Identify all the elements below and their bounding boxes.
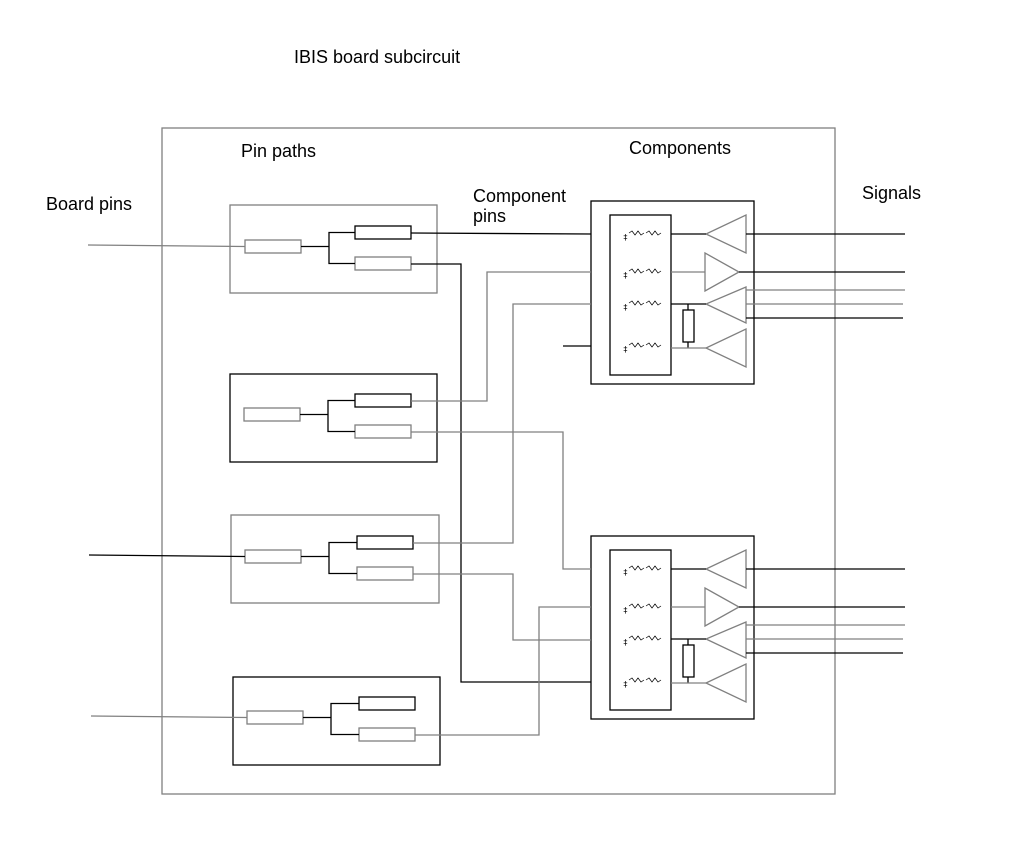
pin-model-icon: ‡: [623, 303, 628, 312]
pin-path-output-resistor: [354, 424, 412, 439]
signals-label: Signals: [862, 183, 922, 203]
component-pin-trace: [413, 573, 591, 641]
termination-resistor: [682, 644, 695, 678]
pin-path-output-resistor: [358, 727, 416, 742]
inductor-icon: [628, 230, 662, 236]
pin-path-branch: [328, 541, 357, 575]
pin-path-block: [229, 373, 438, 463]
pin-paths-label: Pin paths: [241, 141, 317, 161]
component-pin-block: [609, 549, 672, 711]
pin-model-icon: ‡: [623, 271, 628, 280]
pin-model-icon: ‡: [623, 606, 628, 615]
io-buffer-icon: [704, 621, 747, 660]
pin-path-output-resistor: [354, 256, 412, 271]
board-pins-label: Board pins: [46, 194, 133, 214]
inductor-icon: [628, 342, 662, 348]
input-buffer-icon: [704, 327, 747, 369]
pin-path-output-resistor: [354, 225, 412, 240]
inductor-icon: [628, 268, 662, 274]
inductor-icon: [628, 603, 662, 609]
pin-path-input-resistor: [244, 239, 302, 254]
pin-path-branch: [328, 231, 355, 265]
pin-path-branch: [330, 702, 359, 736]
pin-path-block: [229, 204, 438, 294]
component-pin-trace: [413, 303, 591, 544]
board-pin-line: [87, 244, 246, 248]
component-pins-label: Component pins: [473, 186, 567, 226]
inductor-icon: [628, 677, 662, 683]
pin-model-icon: ‡: [623, 680, 628, 689]
component-block: [590, 535, 755, 720]
diagram-title: IBIS board subcircuit: [294, 47, 461, 67]
component-pin-block: [609, 214, 672, 376]
board-pin-line: [90, 715, 248, 719]
io-buffer-icon: [704, 286, 747, 325]
input-buffer-icon: [704, 548, 747, 590]
pin-path-output-resistor: [358, 696, 416, 711]
output-buffer-icon: [704, 251, 741, 293]
input-buffer-icon: [704, 662, 747, 704]
board-subcircuit-box: [161, 127, 836, 795]
component-pin-trace: [411, 263, 591, 683]
pin-path-input-resistor: [246, 710, 304, 725]
component-pin-trace: [411, 271, 591, 402]
pin-model-icon: ‡: [623, 345, 628, 354]
pin-model-icon: ‡: [623, 638, 628, 647]
pin-model-icon: ‡: [623, 233, 628, 242]
pin-path-block: [232, 676, 441, 766]
input-buffer-icon: [704, 213, 747, 255]
pin-path-input-resistor: [244, 549, 302, 564]
pin-model-icon: ‡: [623, 568, 628, 577]
inductor-icon: [628, 565, 662, 571]
board-pin-line: [88, 554, 246, 558]
inductor-icon: [628, 635, 662, 641]
output-buffer-icon: [704, 586, 741, 628]
pin-path-block: [230, 514, 440, 604]
component-pin-trace: [415, 606, 591, 736]
pin-path-branch: [327, 399, 355, 433]
component-block: [590, 200, 755, 385]
pin-path-output-resistor: [356, 566, 414, 581]
pin-path-output-resistor: [354, 393, 412, 408]
inductor-icon: [628, 300, 662, 306]
components-label: Components: [629, 138, 732, 158]
pin-path-output-resistor: [356, 535, 414, 550]
termination-resistor: [682, 309, 695, 343]
pin-path-input-resistor: [243, 407, 301, 422]
component-pin-trace: [410, 232, 592, 235]
component-pin-trace: [411, 431, 591, 570]
